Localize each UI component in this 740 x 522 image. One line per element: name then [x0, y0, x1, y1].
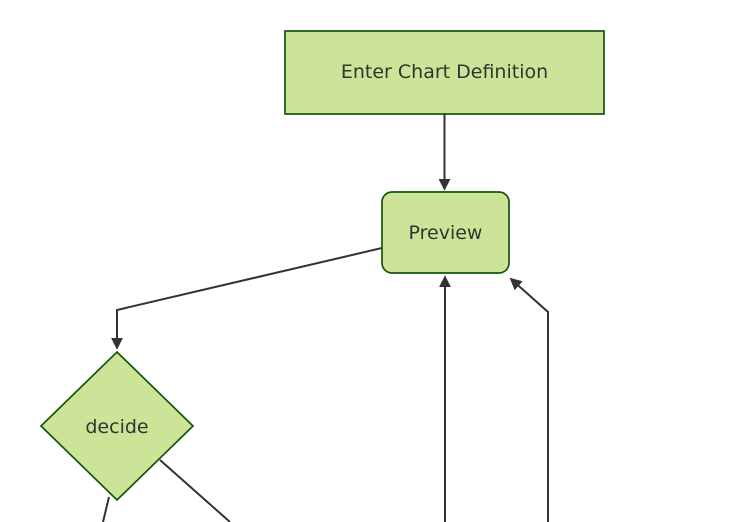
node-enter-chart-definition: Enter Chart Definition	[284, 30, 605, 115]
enter-chart-definition-label: Enter Chart Definition	[341, 61, 548, 83]
node-preview: Preview	[381, 191, 510, 274]
edge-bottom-right-to-preview	[509, 277, 549, 522]
node-decide: decide	[39, 350, 195, 502]
enter-chart-definition-box	[284, 30, 605, 115]
edge-preview-to-decide	[111, 247, 383, 350]
decide-diamond	[39, 350, 195, 502]
edge-decide-to-bottom-left	[102, 496, 110, 522]
edge-layer	[102, 114, 549, 522]
preview-label: Preview	[409, 222, 483, 244]
edge-decide-to-bottom-right	[159, 459, 231, 522]
decide-label: decide	[85, 416, 148, 438]
preview-box	[381, 191, 510, 274]
